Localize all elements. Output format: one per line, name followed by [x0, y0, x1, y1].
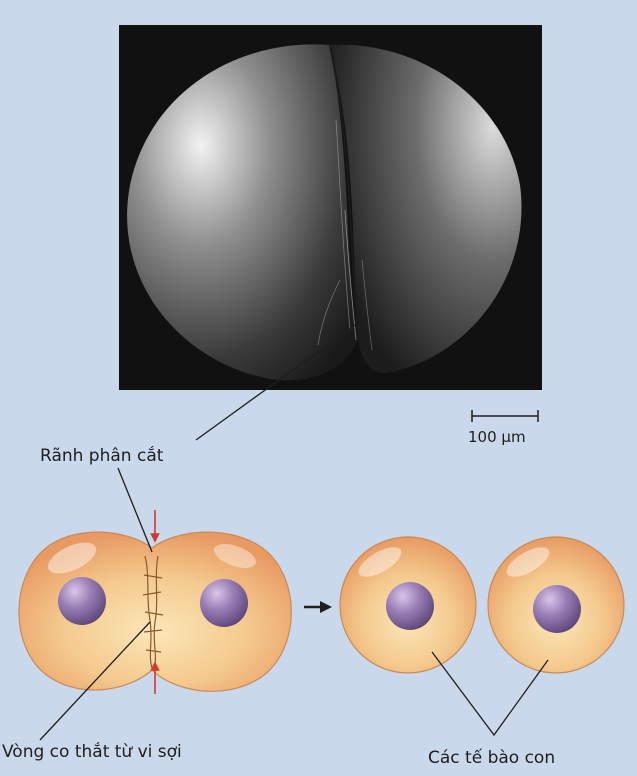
contractile-ring-label: Vòng co thắt từ vi sợi [2, 742, 182, 762]
nucleus [533, 585, 581, 633]
scale-bar [472, 410, 538, 422]
right-arrow-icon [304, 601, 332, 613]
daughter-cells-label: Các tế bào con [428, 748, 555, 768]
daughter-cell-right [488, 537, 624, 673]
nucleus-right [200, 579, 248, 627]
cleavage-furrow-label: Rãnh phân cắt [40, 446, 163, 466]
nucleus [386, 582, 434, 630]
nucleus-left [58, 577, 106, 625]
daughter-cell-left [340, 537, 476, 673]
scale-bar-label: 100 μm [468, 428, 526, 446]
micrograph [119, 25, 542, 390]
